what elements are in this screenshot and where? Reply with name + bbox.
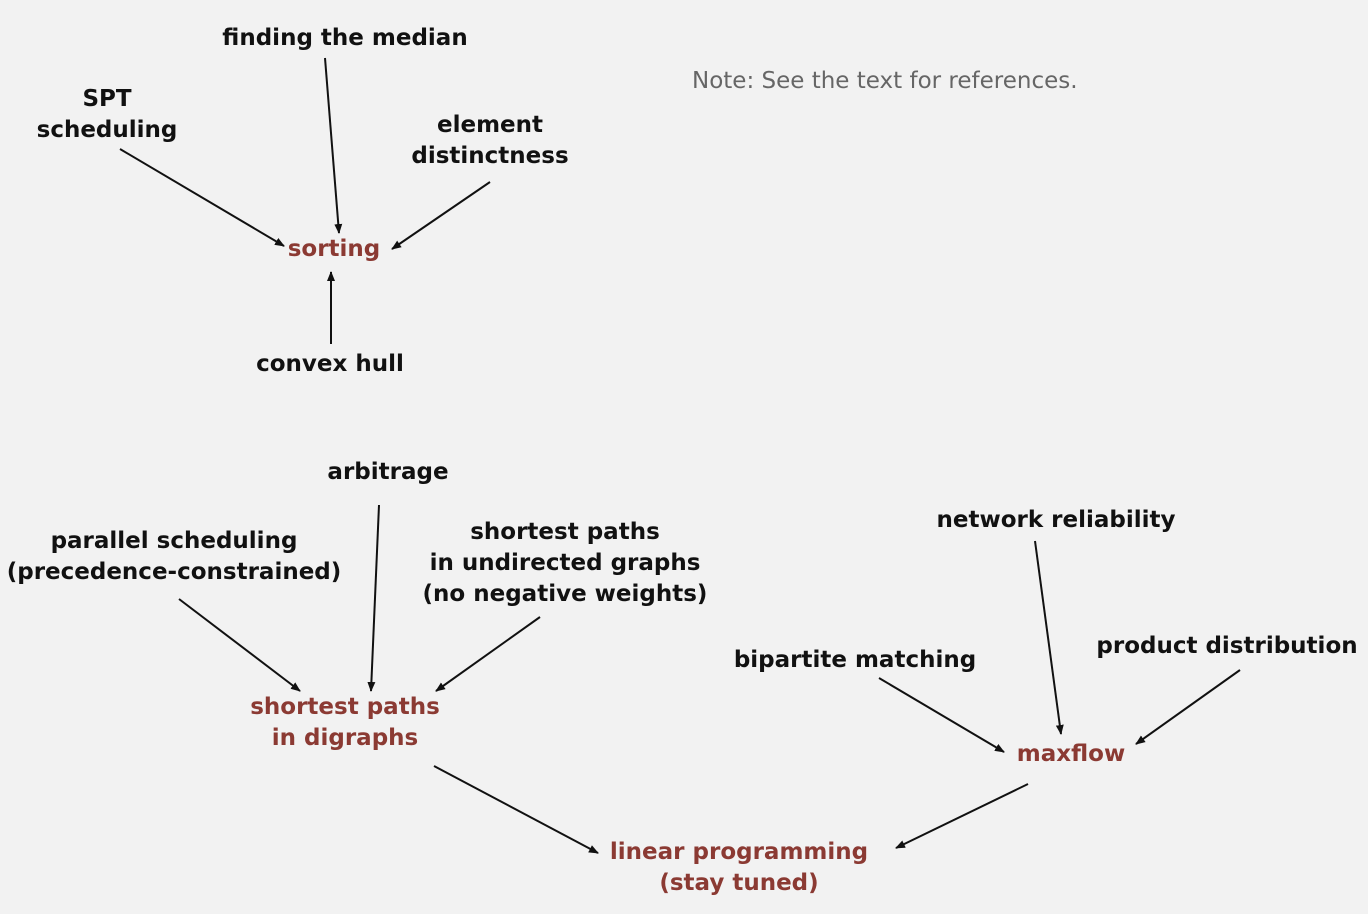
node-parallel-scheduling: parallel scheduling (precedence-constrai… xyxy=(6,528,342,585)
node-shortest-paths-undirected: shortest paths in undirected graphs (no … xyxy=(422,519,708,607)
node-shortest-paths-in-digraphs: shortest paths in digraphs xyxy=(250,694,440,751)
node-convex-hull: convex hull xyxy=(256,351,404,377)
node-maxflow: maxflow xyxy=(1016,741,1126,767)
node-spt-scheduling: SPT scheduling xyxy=(36,86,178,143)
node-finding-the-median: finding the median xyxy=(222,25,468,51)
edge-finding-median-to-sorting xyxy=(324,57,343,234)
node-element-distinctness: element distinctness xyxy=(411,112,569,169)
edge-product-distribution-to-maxflow xyxy=(1135,669,1241,745)
edge-bipartite-matching-to-maxflow xyxy=(878,677,1005,753)
edge-element-distinctness-to-sorting xyxy=(391,181,491,250)
node-arbitrage: arbitrage xyxy=(327,459,449,485)
edge-spt-scheduling-to-sorting xyxy=(119,148,285,247)
edge-arbitrage-to-shortest-paths-digraphs xyxy=(367,504,380,692)
edge-network-reliability-to-maxflow xyxy=(1034,540,1064,735)
node-network-reliability: network reliability xyxy=(936,507,1176,533)
edge-shortest-paths-digraphs-to-linear-programming xyxy=(433,765,599,854)
node-product-distribution: product distribution xyxy=(1096,633,1358,659)
node-linear-programming: linear programming (stay tuned) xyxy=(609,839,869,896)
node-bipartite-matching: bipartite matching xyxy=(733,647,977,673)
note-text: Note: See the text for references. xyxy=(692,68,1078,94)
edge-shortest-paths-undirected-to-shortest-paths-digraphs xyxy=(435,616,541,692)
edge-maxflow-to-linear-programming xyxy=(895,783,1029,849)
node-sorting: sorting xyxy=(287,236,381,262)
edge-parallel-scheduling-to-shortest-paths-digraphs xyxy=(178,598,301,692)
